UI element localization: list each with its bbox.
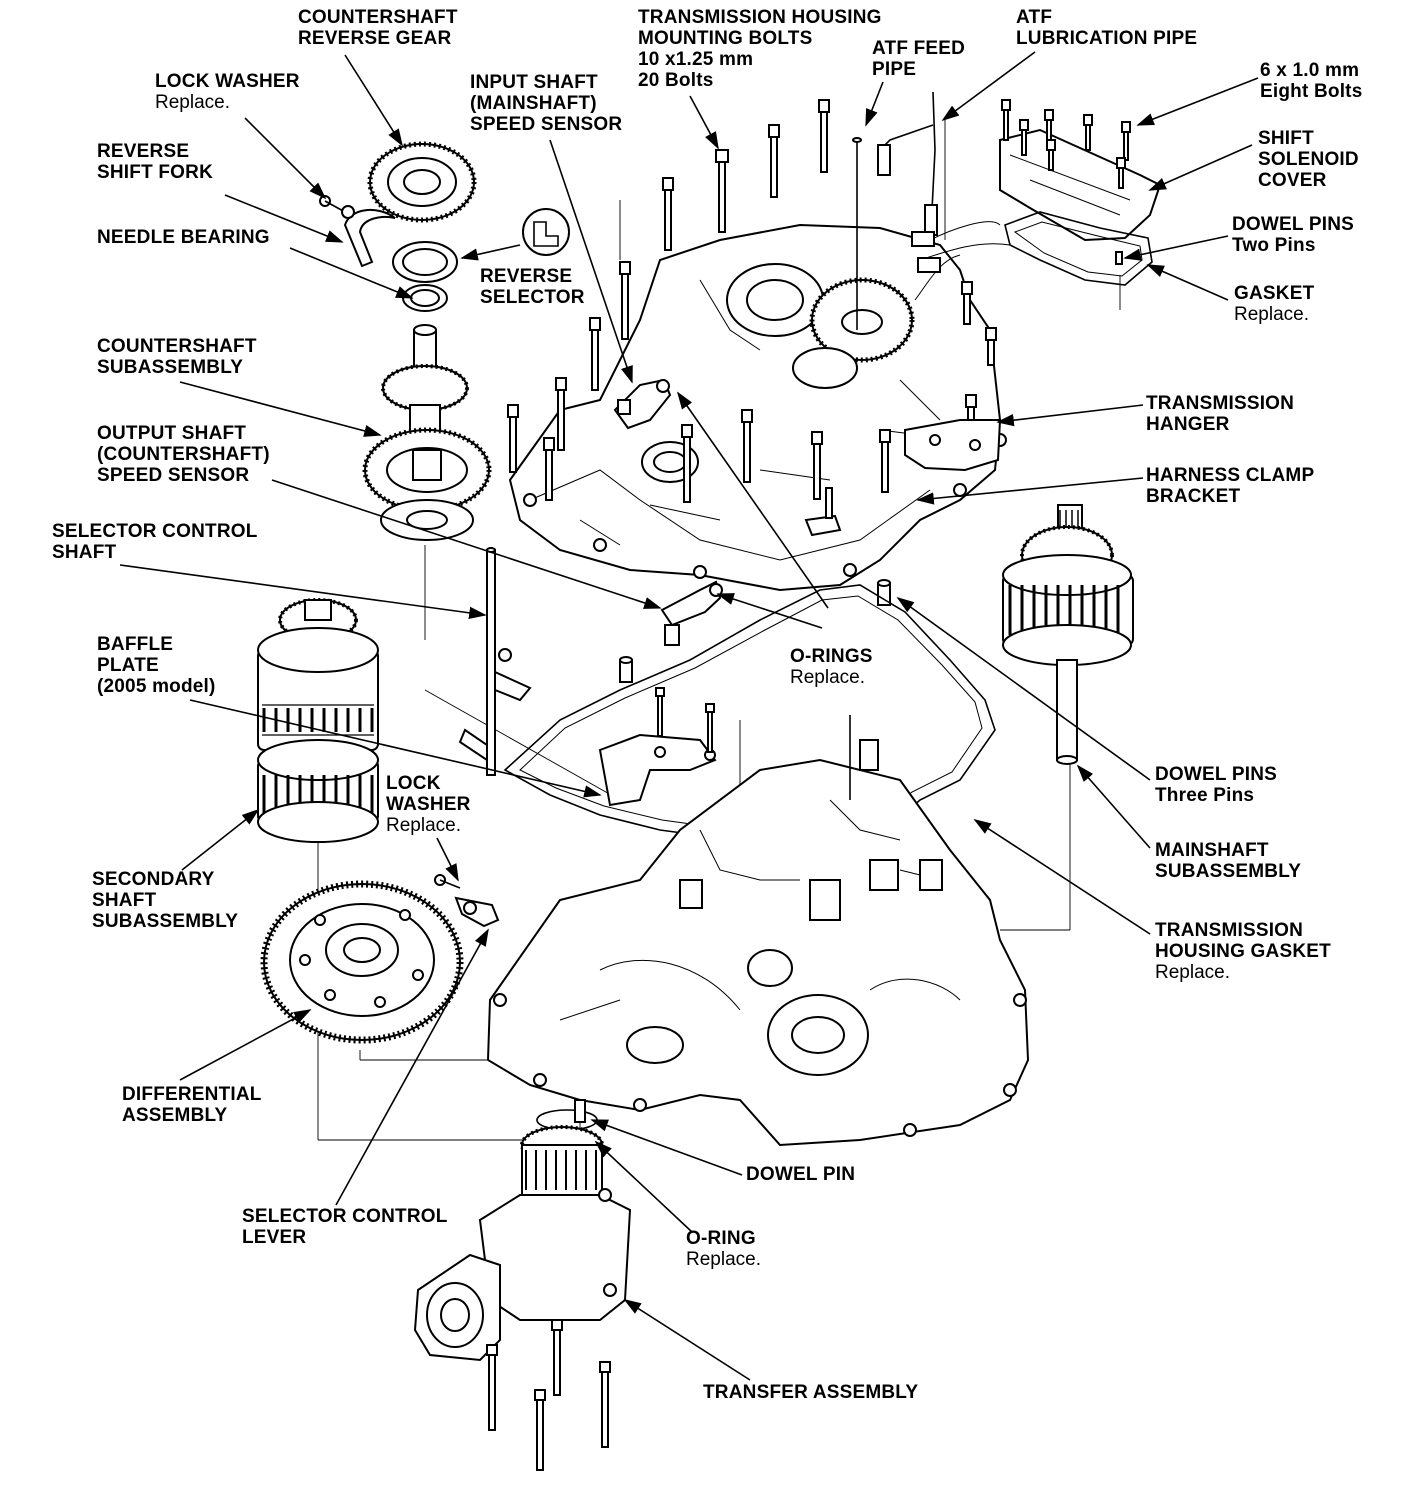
shift-solenoid-cover: [999, 99, 1162, 242]
leader-lines: [119, 51, 1259, 1381]
label-transfer-assembly: TRANSFER ASSEMBLY: [703, 1382, 919, 1403]
selector-control-lever: [434, 874, 500, 928]
reverse-shift-fork: [319, 195, 396, 268]
input-shaft-speed-sensor: [613, 378, 672, 430]
reverse-selector-detail: [522, 208, 570, 256]
harness: [911, 221, 1011, 301]
transmission-housing-upper: [508, 223, 1007, 592]
transmission-housing-gasket: [503, 584, 996, 841]
harness-clamp-bracket: [804, 487, 842, 537]
shift-solenoid-gasket: [1004, 211, 1153, 286]
needle-bearing: [392, 241, 458, 312]
dowel-pins-three: [619, 579, 891, 683]
atf-feed-pipe: [852, 137, 862, 330]
transfer-bolts: [486, 1319, 611, 1471]
output-shaft-speed-sensor: [660, 580, 723, 646]
atf-lubrication-pipe: [877, 91, 938, 236]
secondary-shaft-subassembly: [257, 598, 379, 843]
baffle-plate: [598, 687, 717, 807]
label-needle-bearing: NEEDLE BEARING: [97, 227, 270, 248]
housing-mounting-bolts: [507, 99, 997, 503]
transfer-assembly: [413, 1125, 632, 1362]
label-input-shaft-speed-sensor: INPUT SHAFT(MAINSHAFT)SPEED SENSOR: [470, 72, 623, 135]
differential-assembly: [260, 880, 464, 1044]
transmission-hanger: [904, 419, 1002, 472]
selector-control-shaft: [458, 547, 532, 776]
label-output-shaft-speed-sensor: OUTPUT SHAFT(COUNTERSHAFT)SPEED SENSOR: [97, 423, 270, 486]
mainshaft-subassembly: [1002, 504, 1134, 765]
countershaft-subassembly: [362, 324, 492, 541]
transmission-housing-lower: [486, 715, 1030, 1147]
countershaft-reverse-gear: [367, 141, 477, 223]
label-dowel-pin: DOWEL PIN: [746, 1164, 856, 1185]
